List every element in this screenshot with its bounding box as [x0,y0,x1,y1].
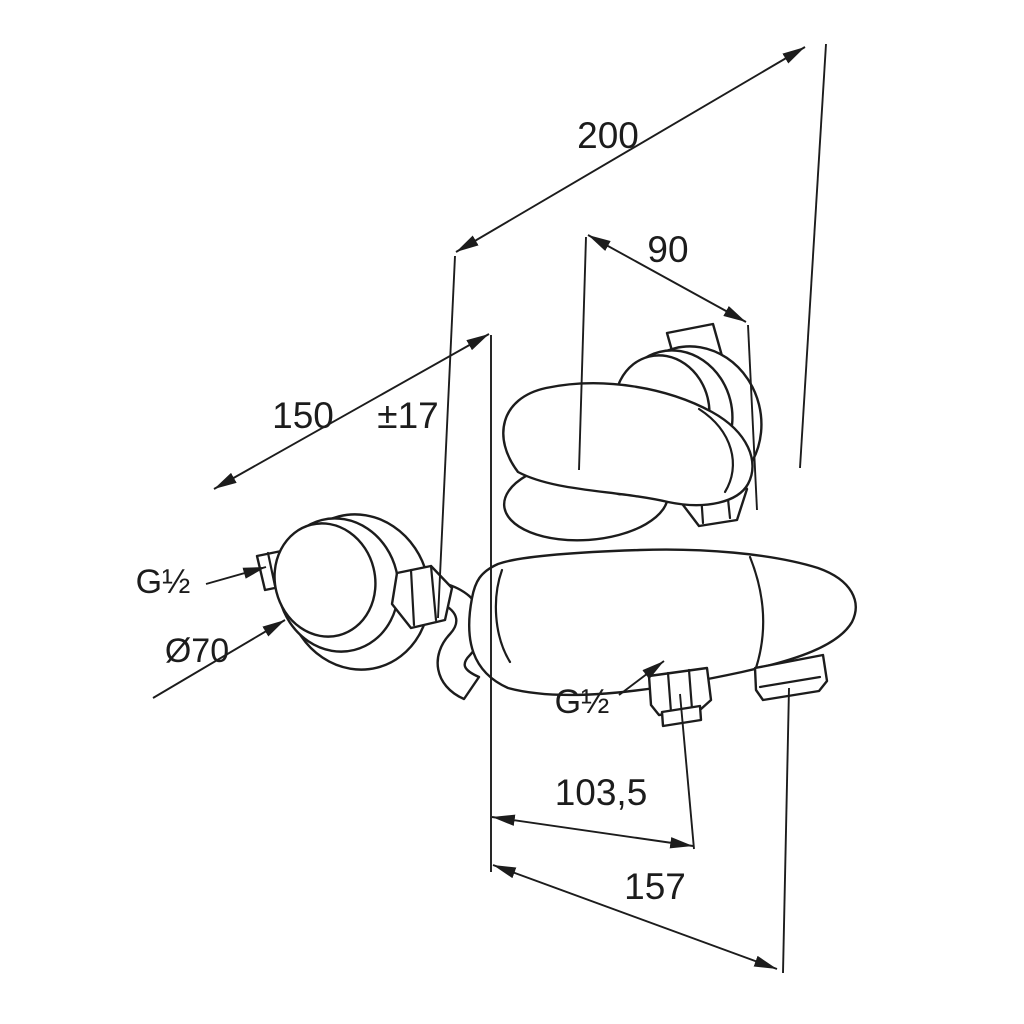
left-wall-assembly [255,513,485,701]
handle-assembly [502,382,754,542]
extension-line-right-tall [799,43,827,469]
extension-line-90-right [747,324,758,511]
extension-line-200-left [437,255,456,619]
left-union-nut-facet-2 [429,564,438,622]
leader-wall-thread [205,566,267,585]
leader-escutcheon-diameter [152,619,286,699]
leader-shower-outlet-thread [618,660,665,696]
shower-outlet-nut-facet-2 [687,668,694,711]
lever-handle-outline [502,382,754,507]
spout-outlet-aerator [753,653,829,702]
dim-line-103-5 [491,814,694,849]
dim-line-150 [213,333,490,490]
shower-outlet-thread-label: G½ [555,683,610,721]
mixer-body [468,548,857,697]
dim-200-label: 200 [577,115,639,156]
bottom-outlets [647,653,829,728]
dim-157-label: 157 [624,866,686,907]
lever-cap-joint-line [697,407,734,494]
dim-150-tolerance-label: ±17 [377,395,438,436]
extension-line-157-right [782,687,790,974]
dim-line-157 [492,864,778,970]
spout-outlet-inner-line [758,675,822,689]
dim-line-200 [455,46,806,253]
escutcheon-diameter-label: Ø70 [165,632,229,670]
extension-line-90-left [578,236,587,471]
left-union-nut-facet [409,568,416,627]
wall-thread-label: G½ [136,563,191,601]
body-left-contour-line [494,568,512,664]
dim-150-label: 150 [272,395,334,436]
dim-103-5-label: 103,5 [555,772,648,813]
shower-outlet-nut-facet [666,671,673,714]
dim-line-90 [587,234,747,323]
dim-90-label: 90 [647,229,688,270]
left-escutcheon-inner [273,522,377,638]
spout-root-line [748,555,765,670]
faucet-drawing [255,322,857,728]
dimension-annotations: 200 90 150 ±17 103,5 157 G½ Ø70 G½ [136,43,827,974]
